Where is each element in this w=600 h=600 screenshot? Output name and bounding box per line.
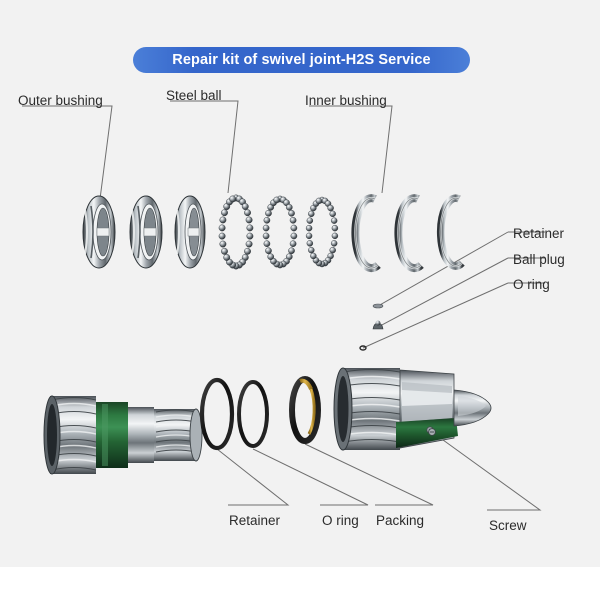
label-retainer-bottom: Retainer [229, 513, 281, 528]
leader-lines-bottom [216, 431, 542, 511]
o-ring [237, 380, 269, 448]
label-o-ring-right: O ring [513, 277, 550, 292]
seal-ring-group [199, 376, 321, 451]
footer-band [0, 567, 600, 600]
inner-bushing-3 [436, 194, 465, 270]
leader-lines-right [362, 231, 545, 349]
body-right [333, 367, 492, 451]
label-screw: Screw [489, 518, 527, 533]
diagram-title-banner: Repair kit of swivel joint-H2S Service [133, 47, 470, 73]
inner-bushing-1 [351, 194, 381, 273]
screw-small [428, 428, 436, 436]
retainer-ring [199, 377, 235, 451]
label-inner-bushing: Inner bushing [305, 93, 387, 108]
inner-bushing-group [351, 194, 465, 273]
label-steel-ball: Steel ball [166, 88, 222, 103]
label-retainer-top: Retainer [513, 226, 565, 241]
label-o-ring-bottom: O ring [322, 513, 359, 528]
packing-ring [289, 376, 321, 444]
steel-ball-ring-1 [218, 194, 254, 270]
steel-ball-group [218, 194, 339, 270]
small-parts-group [359, 303, 384, 351]
o-ring-small [359, 345, 367, 351]
label-ball-plug: Ball plug [513, 252, 565, 267]
outer-bushing-2 [129, 195, 163, 269]
outer-bushing-group [82, 195, 206, 269]
label-outer-bushing: Outer bushing [18, 93, 103, 108]
body-left [43, 395, 203, 475]
steel-ball-ring-2 [262, 195, 298, 269]
outer-bushing-1 [82, 195, 116, 269]
leader-lines-top [22, 100, 393, 200]
label-packing: Packing [376, 513, 425, 528]
steel-ball-ring-3 [305, 196, 339, 268]
retainer-pin-small [372, 303, 384, 309]
ball-plug-small [372, 320, 384, 330]
outer-bushing-3 [174, 195, 206, 269]
inner-bushing-2 [394, 194, 424, 273]
